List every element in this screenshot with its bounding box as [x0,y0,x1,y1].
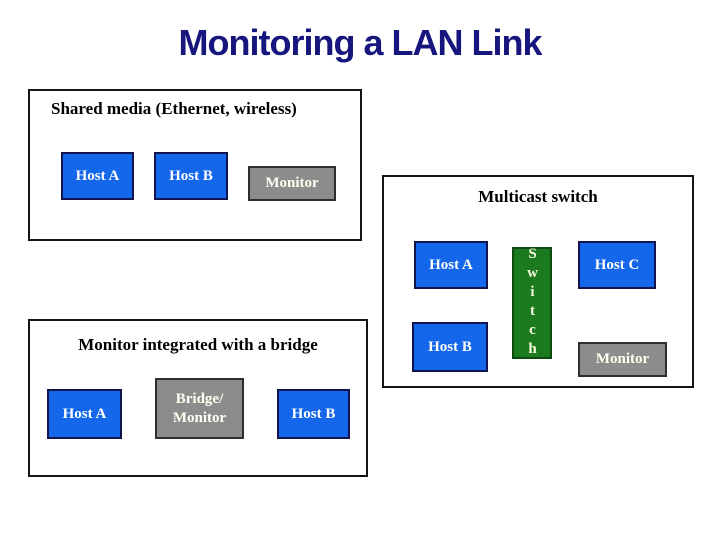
node-bridge-monitor: Bridge/ Monitor [155,378,244,439]
panel-shared-media: Shared media (Ethernet, wireless) Host A… [28,89,362,241]
node-switch: Switch [512,246,552,360]
node-host-c: Host C [578,241,656,289]
node-host-b: Host B [412,322,488,372]
node-host-a: Host A [414,241,488,289]
node-monitor: Monitor [578,342,667,377]
panel-multicast-title: Multicast switch [478,187,598,206]
node-host-b: Host B [277,389,350,439]
panel-multicast-switch: Multicast switch Host A Host B Switch Ho… [382,175,694,388]
node-monitor: Monitor [248,166,336,201]
panel-shared-media-title: Shared media (Ethernet, wireless) [51,99,297,118]
node-host-a: Host A [47,389,122,439]
panel-bridge-title: Monitor integrated with a bridge [78,335,318,354]
node-host-b: Host B [154,152,228,200]
panel-bridge-monitor: Monitor integrated with a bridge Host A … [28,319,368,477]
slide-title: Monitoring a LAN Link [178,22,543,63]
node-host-a: Host A [61,152,134,200]
